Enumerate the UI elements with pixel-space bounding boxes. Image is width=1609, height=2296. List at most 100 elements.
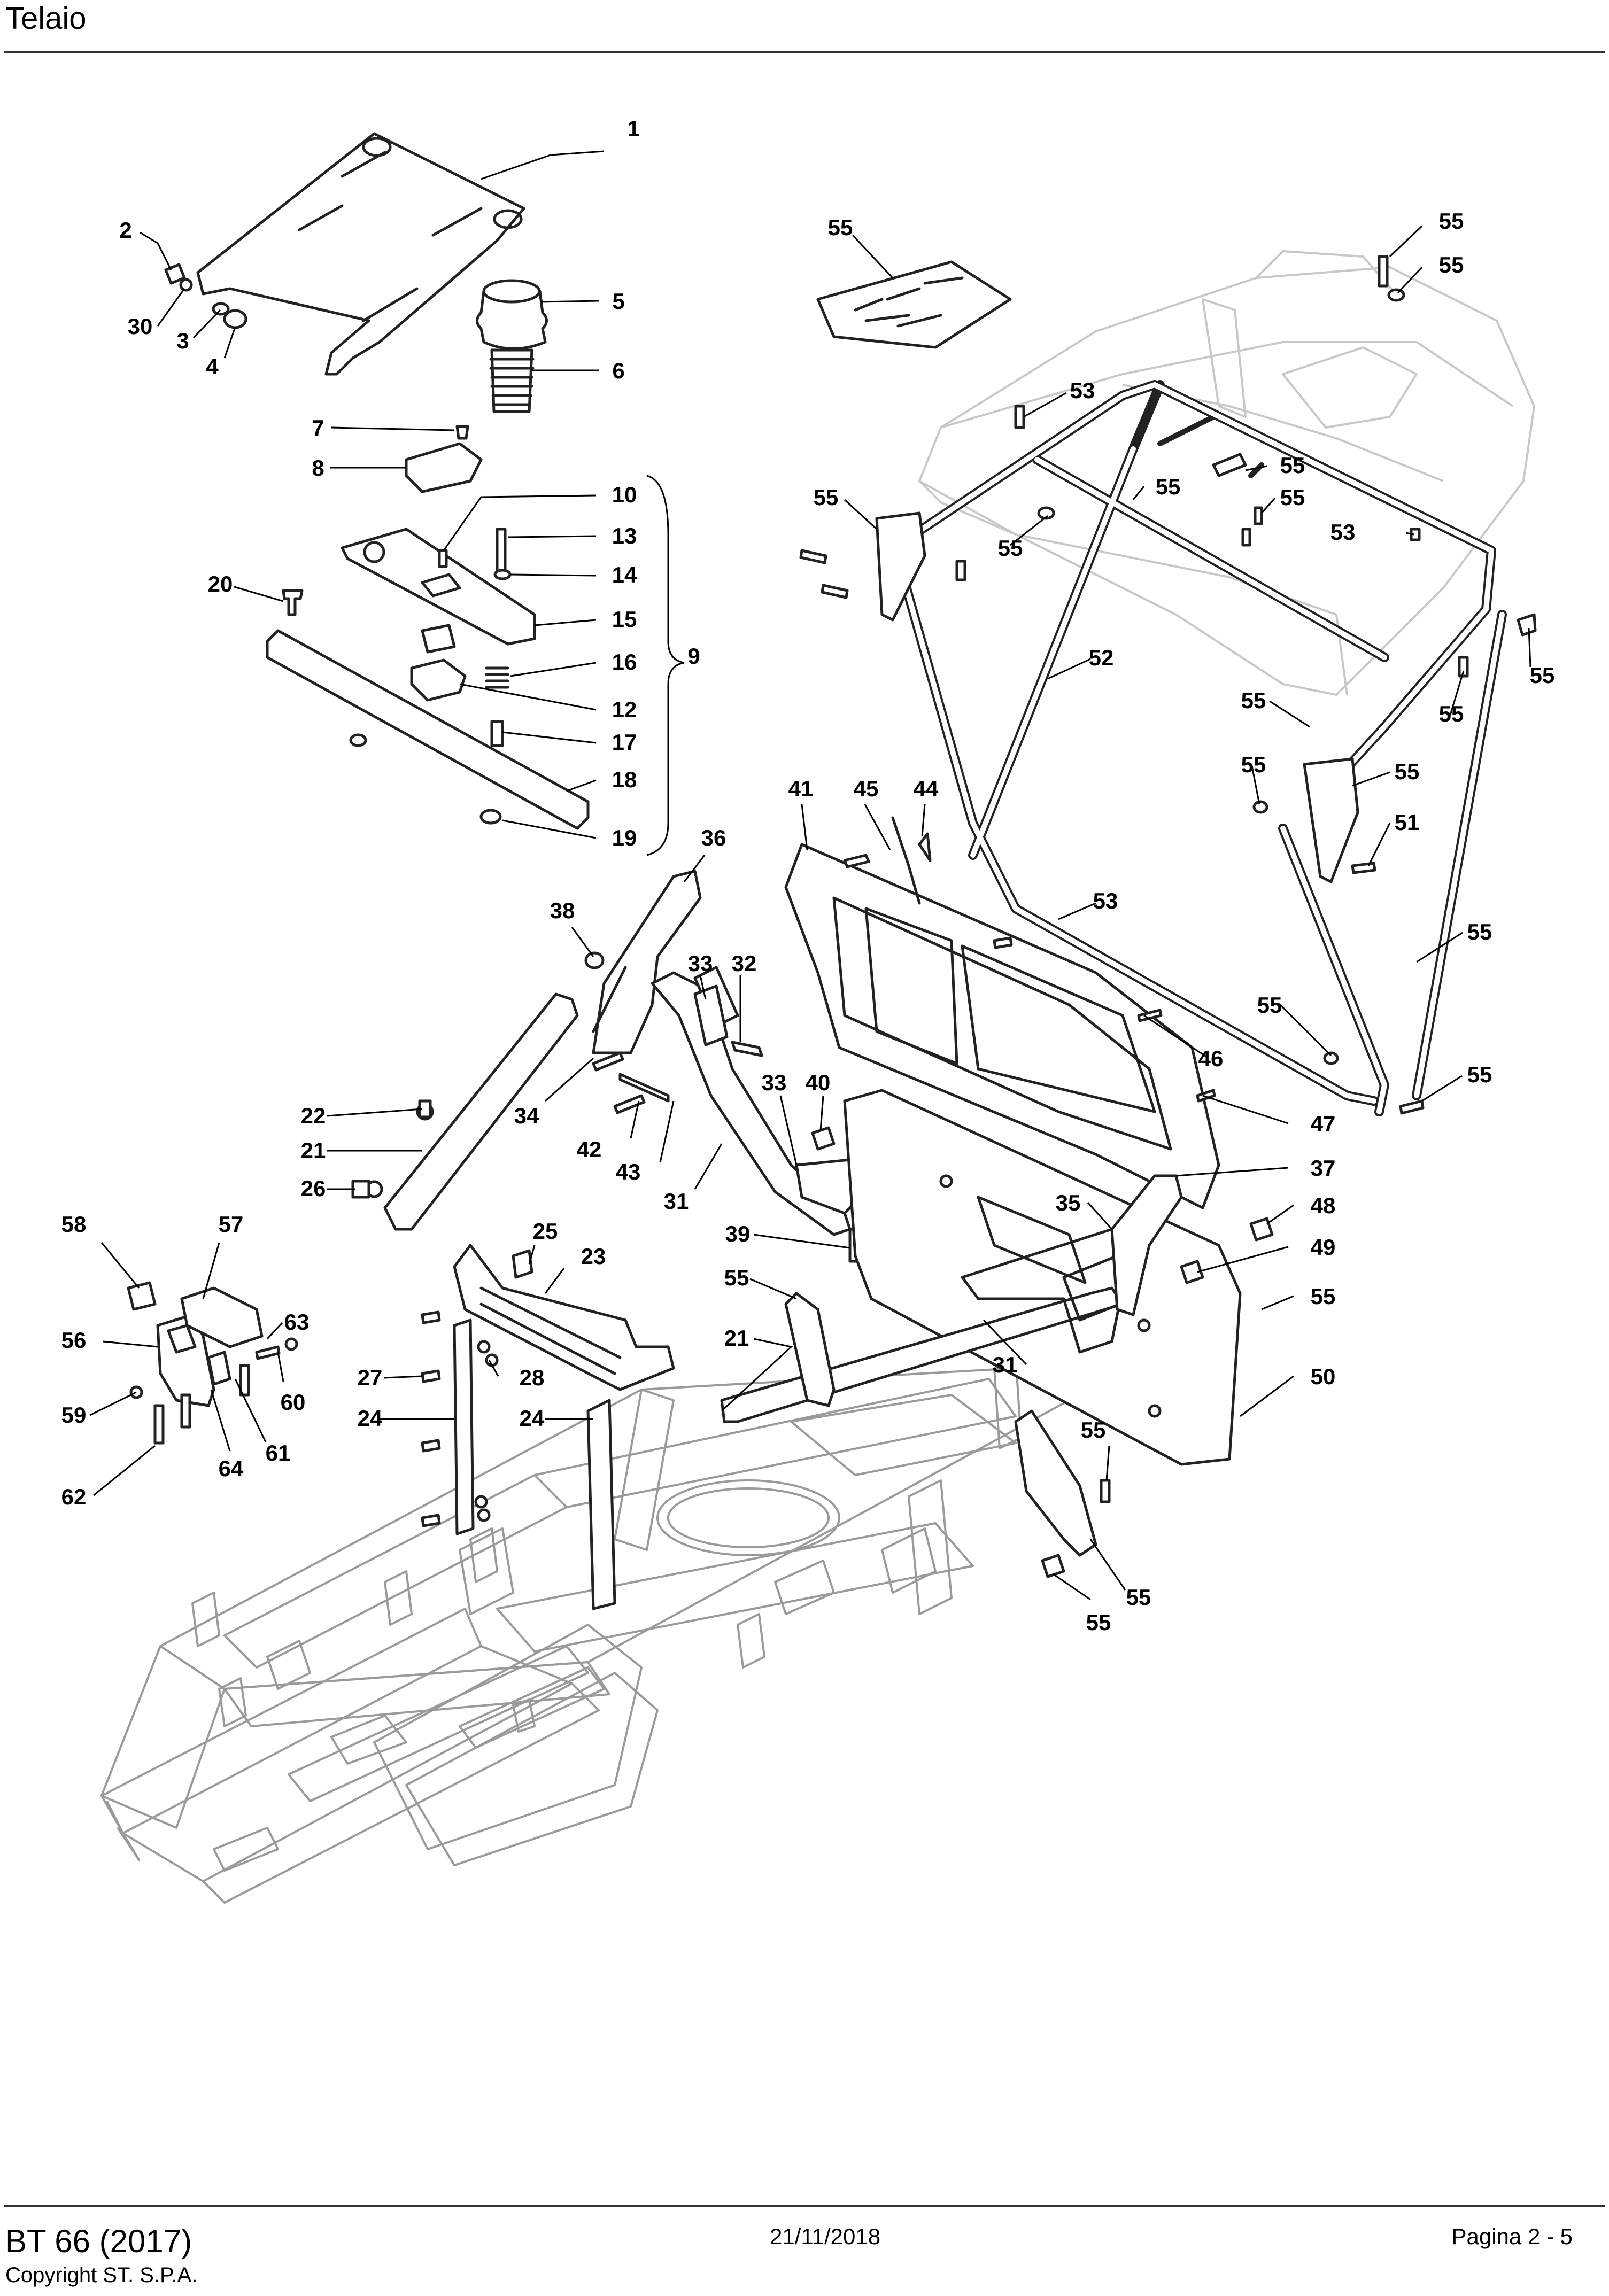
bellows-cover — [476, 279, 548, 350]
callout-47: 47 — [1311, 1111, 1336, 1136]
callout-19: 19 — [612, 825, 637, 850]
callout-8: 8 — [312, 455, 324, 480]
callout-44: 44 — [914, 776, 939, 801]
callout-6: 6 — [612, 358, 624, 383]
callout-36: 36 — [701, 825, 726, 850]
part-41-dashboard — [784, 843, 1220, 1209]
callout-18: 18 — [612, 767, 637, 792]
callout-27: 27 — [358, 1365, 383, 1390]
footer-divider — [4, 2205, 1605, 2207]
callout-55-top-washer: 55 — [1439, 252, 1464, 277]
callout-55-clip-b: 55 — [1280, 485, 1305, 510]
callout-51: 53 — [1093, 888, 1118, 913]
page-title: Telaio — [5, 1, 87, 36]
callout-53-right: 55 — [1467, 919, 1492, 944]
side-plate-left — [383, 992, 579, 1231]
callout-33a: 33 — [688, 951, 713, 976]
part-58-switch — [127, 1281, 157, 1311]
callout-32: 32 — [732, 951, 757, 976]
callout-labels: 1 2 30 3 4 5 6 7 8 10 13 14 15 16 12 17 … — [61, 116, 1555, 1635]
callout-55-rear-panel: 55 — [1311, 1284, 1336, 1309]
callout-9: 9 — [687, 643, 700, 669]
callout-55-clip-a: 55 — [1280, 453, 1305, 478]
callout-45: 45 — [854, 776, 879, 801]
rollbar-hardware — [799, 255, 1537, 1115]
footer-model: BT 66 (2017) — [5, 2223, 192, 2259]
callout-33b: 33 — [762, 1070, 787, 1095]
callout-58: 58 — [61, 1212, 87, 1237]
callout-16: 16 — [612, 649, 637, 674]
part-20-bolt — [282, 589, 304, 616]
callout-7: 7 — [312, 415, 324, 440]
callout-55-plate-nut: 55 — [1086, 1610, 1111, 1635]
part-23-bracket — [453, 1244, 675, 1391]
part-12-latch — [410, 658, 467, 702]
callout-38: 38 — [550, 898, 575, 923]
part-55-plate-right — [1014, 1409, 1097, 1557]
callout-17: 17 — [612, 730, 637, 755]
part-7-screw — [455, 425, 469, 440]
callout-62: 62 — [61, 1484, 87, 1509]
callout-49: 49 — [1311, 1235, 1336, 1260]
callout-20: 20 — [208, 571, 233, 596]
callout-55-front-left: 55 — [724, 1265, 749, 1290]
callout-42: 42 — [577, 1137, 602, 1162]
callout-14: 14 — [612, 562, 637, 587]
callout-21b: 21 — [724, 1325, 749, 1351]
leader-lines — [89, 150, 1531, 1601]
callout-55-bracket-right-a: 55 — [1395, 759, 1420, 784]
footer-page-number: Pagina 2 - 5 — [1451, 2224, 1573, 2249]
part-24-upright-right — [586, 1399, 616, 1610]
callout-10: 10 — [612, 482, 637, 507]
callout-15: 15 — [612, 607, 637, 632]
part-45-cable — [891, 816, 921, 905]
callout-59: 59 — [61, 1402, 87, 1428]
seat-pan — [196, 132, 525, 376]
callout-35: 35 — [1056, 1190, 1081, 1215]
callout-25: 25 — [533, 1219, 558, 1244]
callout-55-frame-nut: 55 — [1257, 992, 1282, 1018]
part-37-hinge — [1110, 1174, 1183, 1316]
callout-55-right-bolt: 55 — [1530, 663, 1555, 688]
callout-55-plate-lower: 55 — [1126, 1585, 1151, 1610]
callout-4: 4 — [206, 354, 219, 379]
part-8-bracket — [405, 442, 483, 493]
header-divider — [4, 51, 1605, 53]
callout-57: 57 — [219, 1212, 244, 1237]
callout-22: 22 — [301, 1103, 326, 1128]
callout-26: 26 — [301, 1176, 326, 1201]
callout-50: 50 — [1311, 1364, 1336, 1389]
callout-55-bag: 55 — [828, 215, 853, 240]
callout-55-bracket-nut: 55 — [1241, 752, 1266, 777]
callout-30: 30 — [128, 314, 153, 339]
part-13-bolt — [496, 528, 507, 573]
callout-64: 64 — [219, 1456, 244, 1481]
callout-55-top-bolt: 55 — [1439, 208, 1464, 234]
callout-2: 2 — [119, 218, 131, 243]
part-55-plate-left — [784, 1292, 836, 1407]
callout-1: 1 — [627, 116, 639, 141]
callout-53-middle: 52 — [1089, 645, 1114, 670]
callout-63: 63 — [284, 1309, 310, 1335]
footer-date: 21/11/2018 — [770, 2224, 881, 2249]
seat-knob-hardware — [164, 263, 247, 329]
part-33-pad-upper — [693, 984, 729, 1046]
part-24-upright-left — [453, 1318, 475, 1535]
callout-24b: 24 — [520, 1406, 545, 1431]
part-36-bracket — [592, 870, 702, 1054]
parts — [127, 132, 1274, 1610]
part-55-hardware-bag — [816, 260, 1012, 349]
callout-48: 48 — [1311, 1193, 1336, 1218]
callout-55-plate-upper: 55 — [1081, 1417, 1106, 1442]
callout-52: 55 — [1241, 688, 1266, 713]
callout-23: 23 — [581, 1244, 606, 1269]
part-16-spring — [485, 666, 509, 689]
callout-5: 5 — [612, 289, 624, 314]
callout-31b: 31 — [993, 1352, 1018, 1377]
callout-55-bar-bolt: 53 — [1070, 378, 1095, 403]
callout-21a: 21 — [301, 1138, 326, 1163]
callout-28: 28 — [520, 1365, 545, 1390]
callout-41: 41 — [788, 776, 814, 801]
callout-46: 46 — [1198, 1046, 1224, 1071]
